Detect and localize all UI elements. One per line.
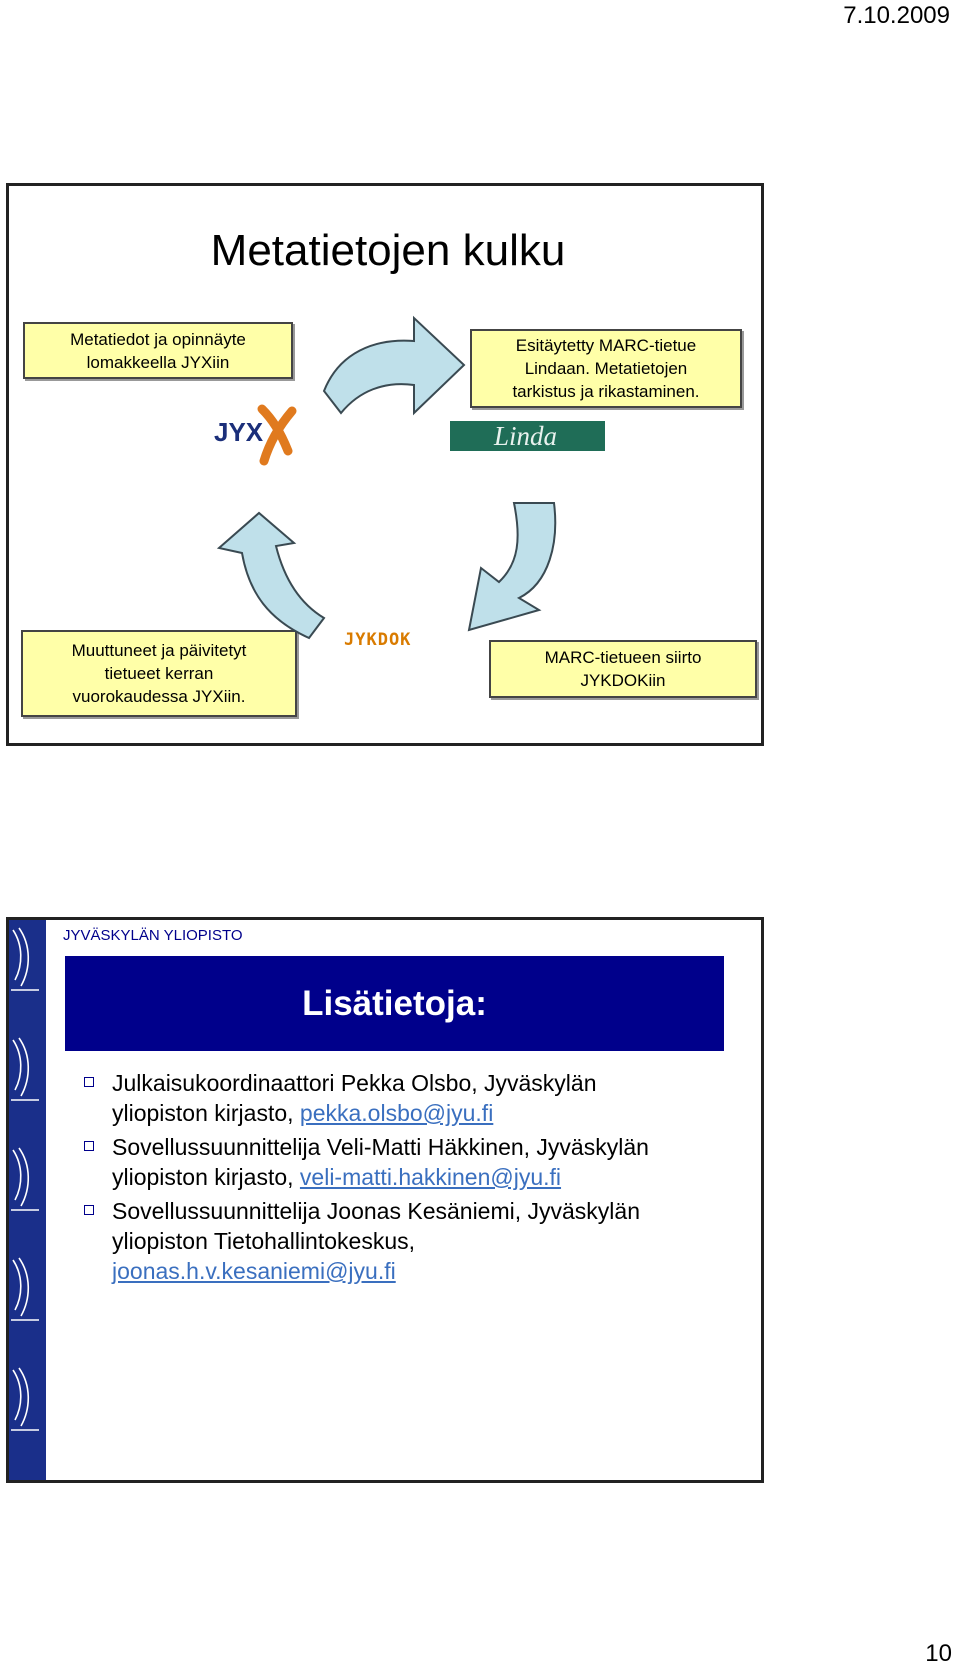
- step-text-line: vuorokaudessa JYXiin.: [72, 687, 246, 706]
- contact-line: Sovellussuunnittelija Joonas Kesäniemi, …: [112, 1198, 641, 1224]
- step-text-line: JYKDOKiin: [580, 671, 666, 690]
- step-box-jyx-form: Metatiedot ja opinnäyte lomakkeella JYXi…: [23, 322, 293, 379]
- step-text-line: Esitäytetty MARC-tietue: [515, 336, 697, 355]
- step-text-line: lomakkeella JYXiin: [86, 352, 230, 372]
- slide-more-info: JYVÄSKYLÄN YLIOPISTO Lisätietoja: Julkai…: [6, 917, 764, 1483]
- email-link[interactable]: veli-matti.hakkinen@jyu.fi: [299, 1164, 562, 1190]
- step-text-line: tarkistus ja rikastaminen.: [512, 382, 700, 401]
- jyx-logo-text: JYX: [214, 417, 264, 447]
- contact-list: Julkaisukoordinaattori Pekka Olsbo, Jyvä…: [84, 1068, 754, 1290]
- email-link[interactable]: pekka.olsbo@jyu.fi: [299, 1100, 494, 1126]
- university-pattern-strip: [9, 920, 46, 1480]
- contact-org: yliopiston kirjasto,: [112, 1164, 300, 1190]
- bullet-square-icon: [84, 1141, 94, 1151]
- step-text-line: Metatiedot ja opinnäyte: [70, 329, 246, 349]
- step-text-line: Lindaan. Metatietojen: [524, 359, 688, 378]
- cycle-arrow-right-icon: [322, 315, 466, 416]
- contact-line-3: joonas.h.v.kesaniemi@jyu.fi: [112, 1256, 754, 1286]
- contact-org: yliopiston kirjasto,: [112, 1100, 300, 1126]
- step-text-line: tietueet kerran: [104, 664, 214, 683]
- email-link[interactable]: joonas.h.v.kesaniemi@jyu.fi: [112, 1258, 396, 1284]
- university-name: JYVÄSKYLÄN YLIOPISTO: [63, 927, 243, 944]
- linda-logo: Linda: [450, 421, 605, 451]
- slide-title: Metatietojen kulku: [210, 226, 566, 275]
- slide-metadata-flow: Metatietojen kulku Metatiedot ja opinnäy…: [6, 183, 764, 746]
- contact-line: Sovellussuunnittelija Veli-Matti Häkkine…: [112, 1134, 649, 1160]
- contact-line-2: yliopiston kirjasto, pekka.olsbo@jyu.fi: [112, 1098, 754, 1128]
- slide-title: Lisätietoja:: [302, 983, 487, 1023]
- contact-org: yliopiston Tietohallintokeskus,: [112, 1228, 415, 1254]
- step-box-linda: Esitäytetty MARC-tietue Lindaan. Metatie…: [470, 329, 742, 408]
- list-item: Sovellussuunnittelija Joonas Kesäniemi, …: [84, 1196, 754, 1286]
- page-date: 7.10.2009: [843, 2, 950, 29]
- contact-line-2: yliopiston kirjasto, veli-matti.hakkinen…: [112, 1162, 754, 1192]
- bullet-square-icon: [84, 1205, 94, 1215]
- cycle-arrow-up-icon: [216, 511, 326, 640]
- slide-title-banner: Lisätietoja:: [65, 956, 724, 1051]
- step-box-jyx-update: Muuttuneet ja päivitetyt tietueet kerran…: [21, 630, 297, 717]
- contact-line: Julkaisukoordinaattori Pekka Olsbo, Jyvä…: [112, 1070, 597, 1096]
- step-text-line: MARC-tietueen siirto: [544, 648, 702, 667]
- list-item: Sovellussuunnittelija Veli-Matti Häkkine…: [84, 1132, 754, 1192]
- step-box-jykdok: MARC-tietueen siirto JYKDOKiin: [489, 640, 757, 698]
- jyx-logo-icon: JYX: [214, 404, 297, 466]
- page-number: 10: [925, 1640, 952, 1667]
- list-item: Julkaisukoordinaattori Pekka Olsbo, Jyvä…: [84, 1068, 754, 1128]
- bullet-square-icon: [84, 1077, 94, 1087]
- cycle-arrow-down-icon: [467, 502, 557, 632]
- jykdok-logo: JYKDOK: [344, 630, 412, 650]
- step-text-line: Muuttuneet ja päivitetyt: [71, 641, 247, 660]
